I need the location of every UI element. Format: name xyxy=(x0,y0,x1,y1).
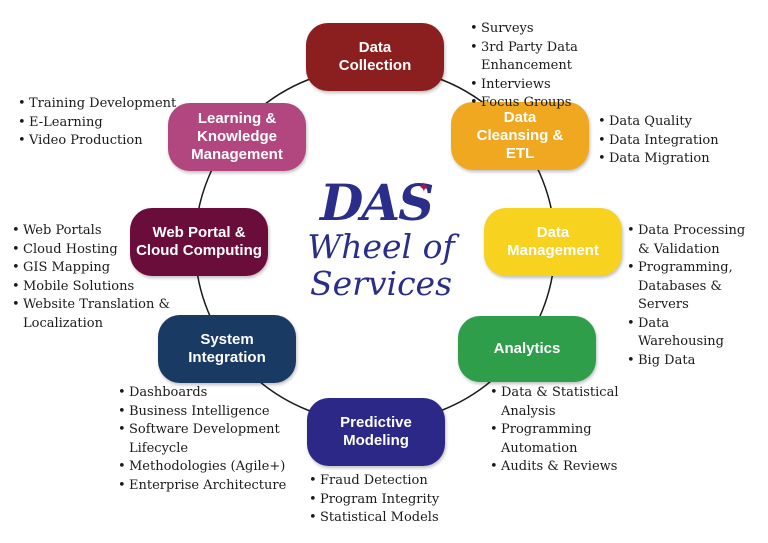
list-item: Data Integration xyxy=(598,132,748,151)
list-learning: Training Development E-Learning Video Pr… xyxy=(18,95,178,151)
list-item: Programming, Databases & Servers xyxy=(627,259,757,315)
node-label: Data Management xyxy=(507,224,599,259)
list-item: Big Data xyxy=(627,352,757,371)
node-label: System Integration xyxy=(188,331,266,366)
list-item: Methodologies (Agile+) xyxy=(118,458,290,477)
list-item: Business Intelligence xyxy=(118,403,290,422)
list-data-collection: Surveys 3rd Party Data Enhancement Inter… xyxy=(470,20,670,113)
list-item: Website Translation & Localization xyxy=(12,296,172,333)
node-label: Analytics xyxy=(493,340,561,357)
list-item: Interviews xyxy=(470,76,670,95)
list-item: Focus Groups xyxy=(470,94,670,113)
list-item: Software Development Lifecycle xyxy=(118,421,290,458)
list-item: Data & Statistical Analysis xyxy=(490,384,620,421)
list-item: Video Production xyxy=(18,132,178,151)
node-predictive-modeling: Predictive Modeling xyxy=(307,398,445,466)
list-item: Program Integrity xyxy=(309,491,459,510)
diagram-title: Wheel of Services xyxy=(307,227,455,303)
list-item: Surveys xyxy=(470,20,670,39)
node-system-integration: System Integration xyxy=(158,315,296,383)
node-data-collection: Data Collection xyxy=(306,23,444,91)
list-item: Programming Automation xyxy=(490,421,620,458)
list-item: Fraud Detection xyxy=(309,472,459,491)
list-item: Cloud Hosting xyxy=(12,241,172,260)
list-item: Training Development xyxy=(18,95,178,114)
list-item: GIS Mapping xyxy=(12,259,172,278)
list-item: 3rd Party Data Enhancement xyxy=(470,39,670,76)
list-web-portal: Web Portals Cloud Hosting GIS Mapping Mo… xyxy=(12,222,172,333)
node-label: Predictive Modeling xyxy=(340,414,412,449)
brand-logo-text: DAS xyxy=(320,173,434,232)
list-item: Data Quality xyxy=(598,113,748,132)
list-item: Mobile Solutions xyxy=(12,278,172,297)
node-label: Data Collection xyxy=(338,39,412,74)
list-item: Statistical Models xyxy=(309,509,459,528)
node-analytics: Analytics xyxy=(458,316,596,382)
list-item: Audits & Reviews xyxy=(490,458,620,477)
node-data-management: Data Management xyxy=(484,208,622,276)
list-item: Data Migration xyxy=(598,150,748,169)
node-learning-knowledge: Learning & Knowledge Management xyxy=(168,103,306,171)
list-item: Enterprise Architecture xyxy=(118,477,290,496)
list-analytics: Data & Statistical Analysis Programming … xyxy=(490,384,620,477)
list-system-integration: Dashboards Business Intelligence Softwar… xyxy=(118,384,290,495)
star-icon: ✦ xyxy=(418,180,430,196)
node-label: Learning & Knowledge Management xyxy=(191,110,283,163)
list-item: Dashboards xyxy=(118,384,290,403)
list-item: Web Portals xyxy=(12,222,172,241)
node-data-cleansing-etl: Data Cleansing & ETL xyxy=(451,102,589,170)
list-item: Data Processing & Validation xyxy=(627,222,757,259)
list-data-cleansing: Data Quality Data Integration Data Migra… xyxy=(598,113,748,169)
list-predictive-modeling: Fraud Detection Program Integrity Statis… xyxy=(309,472,459,528)
list-data-management: Data Processing & Validation Programming… xyxy=(627,222,757,370)
node-label: Data Cleansing & ETL xyxy=(476,109,564,162)
list-item: E-Learning xyxy=(18,114,178,133)
list-item: Data Warehousing xyxy=(627,315,757,352)
